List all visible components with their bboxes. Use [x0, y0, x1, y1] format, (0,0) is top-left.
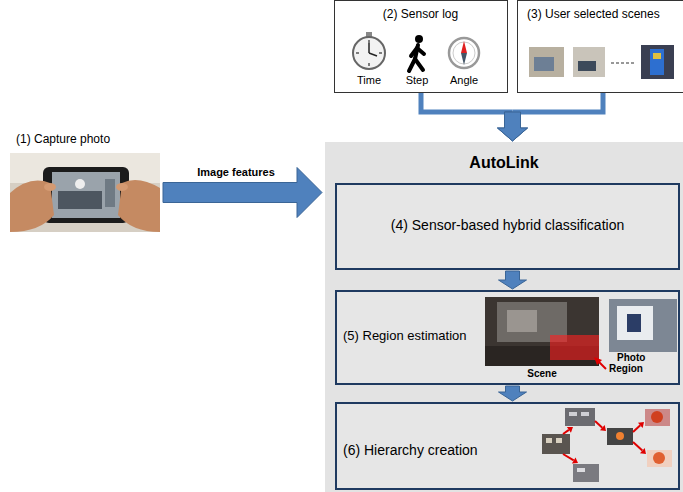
autolink-panel — [325, 142, 683, 492]
step-title: (3) User selected scenes — [527, 7, 683, 21]
process-title: (4) Sensor-based hybrid classification — [337, 217, 678, 234]
edge-label: Image features — [195, 166, 277, 179]
flow-arrow — [499, 271, 527, 289]
image-label: Scene — [517, 368, 567, 380]
process-title: (6) Hierarchy creation — [343, 442, 533, 459]
flow-arrow — [421, 93, 528, 141]
photo-illustration: (1) Capture photo — [10, 153, 160, 232]
flow-arrow-body — [498, 112, 528, 141]
step-title: (1) Capture photo — [16, 132, 176, 146]
flow-arrow-body — [499, 386, 527, 401]
flow-arrow — [498, 93, 604, 141]
flow-line — [513, 93, 604, 112]
flow-arrow-body — [498, 112, 528, 141]
icon-label: Step — [395, 74, 439, 87]
input-box: (2) Sensor logTime StepAngle — [334, 0, 508, 93]
flow-line — [421, 93, 513, 112]
process-box: (5) Region estimationScene PhotoRegion — [335, 290, 680, 385]
system-container: AutoLink (4) Sensor-based hybrid classifi… — [325, 142, 683, 492]
process-box: (6) Hierarchy creation — [335, 402, 680, 490]
image-label: Region — [609, 363, 669, 375]
input-box: (3) User selected scenes — [517, 0, 683, 93]
system-title: AutoLink — [325, 153, 683, 172]
step-title: (2) Sensor log — [335, 7, 506, 21]
photo-illustration-art — [10, 153, 160, 232]
flow-arrow — [499, 386, 527, 401]
process-title: (5) Region estimation — [343, 328, 481, 344]
image-label: Photo — [617, 352, 667, 364]
icon-label: Angle — [442, 74, 486, 87]
icon-label: Time — [347, 74, 391, 87]
flow-arrow-body — [499, 271, 527, 289]
process-box: (4) Sensor-based hybrid classification — [335, 183, 680, 270]
